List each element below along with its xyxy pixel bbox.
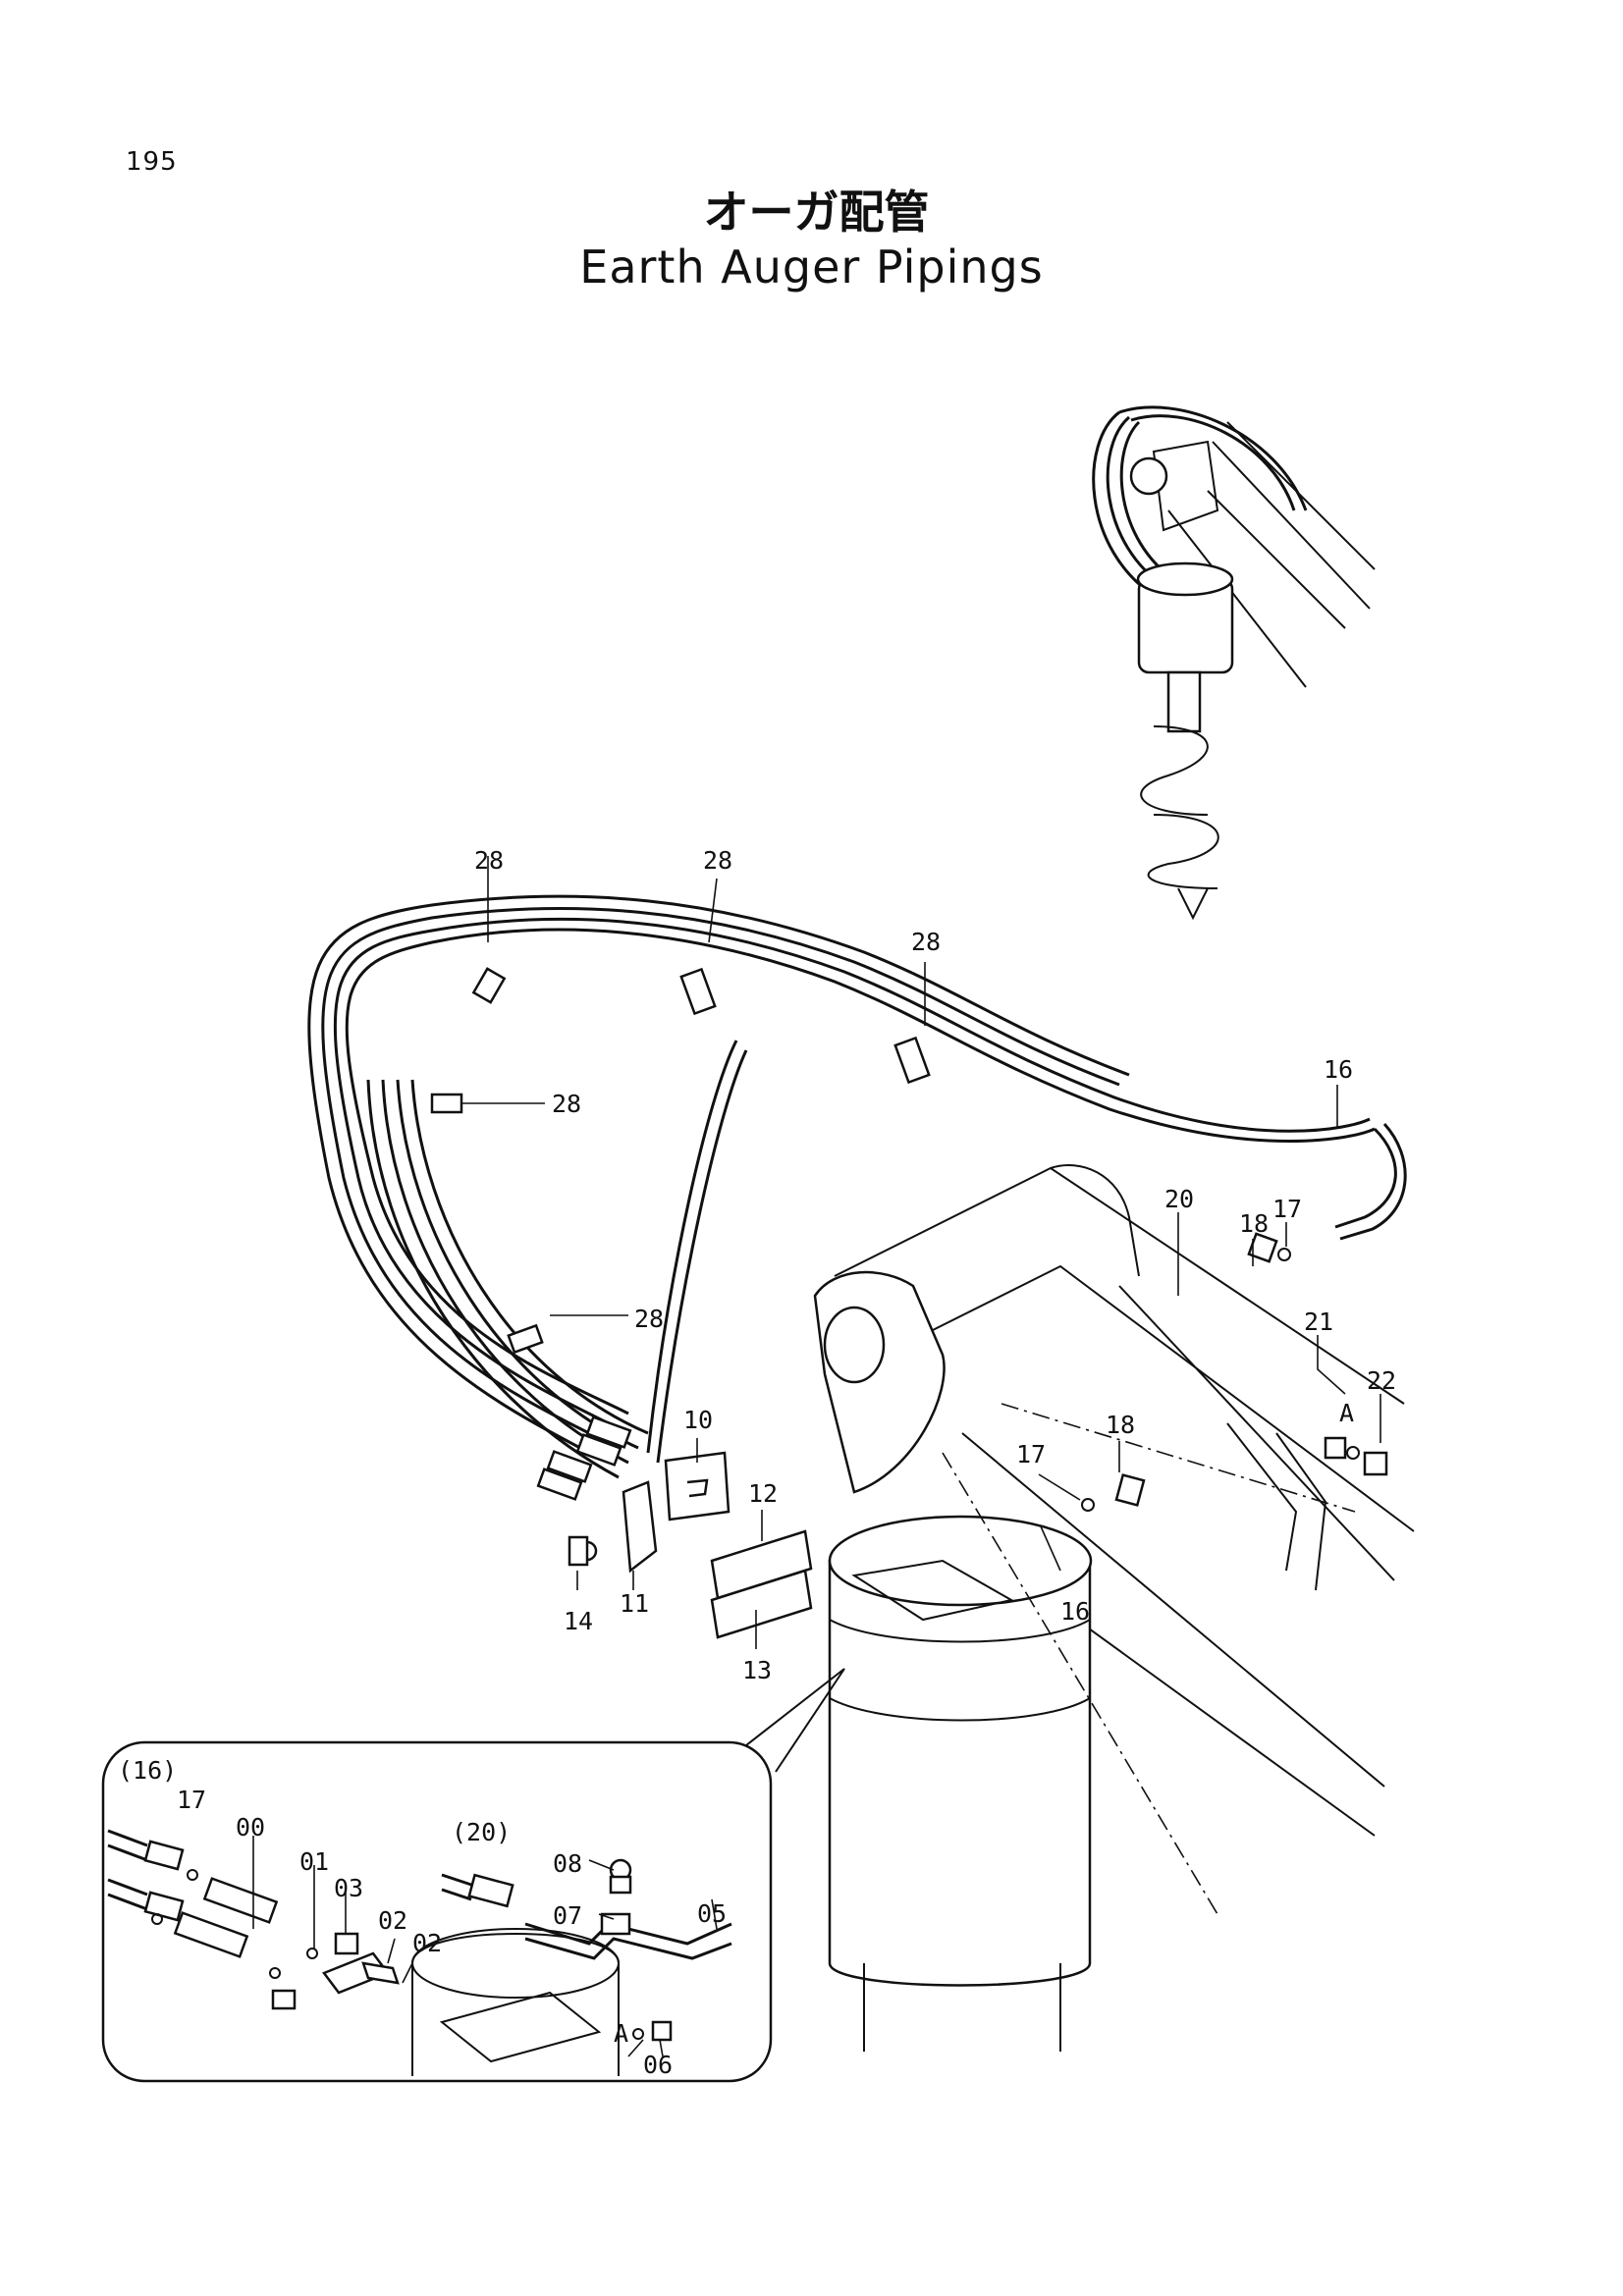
callout-12: 12: [748, 1479, 778, 1508]
auger-overview-illustration: [1092, 405, 1376, 921]
callout-17-b: 17: [1016, 1440, 1046, 1468]
callout-11: 11: [620, 1589, 649, 1618]
callout-21: 21: [1304, 1308, 1333, 1336]
callout-17-a: 17: [1272, 1195, 1302, 1223]
inset-callout-00: 00: [236, 1813, 265, 1842]
callout-18-a: 18: [1239, 1209, 1269, 1238]
title-english: Earth Auger Pipings: [579, 240, 1044, 294]
inset-callout-02-b: 02: [412, 1929, 442, 1957]
callout-10: 10: [683, 1406, 713, 1434]
inset-callout-05: 05: [697, 1899, 727, 1928]
callout-a: A: [1339, 1399, 1354, 1427]
callout-28-d: 28: [552, 1090, 581, 1118]
inset-callout-a: A: [614, 2019, 628, 2048]
callout-28-c: 28: [911, 928, 941, 956]
callout-14: 14: [564, 1607, 593, 1635]
boom-structure: [813, 1164, 1415, 2052]
callout-22: 22: [1367, 1366, 1396, 1395]
inset-callout-16: (16): [118, 1756, 177, 1785]
inset-detail: (16) 17 00 01 03 02 02 (20) 08 07 05 A 0…: [101, 1668, 845, 2083]
inset-callout-01: 01: [299, 1847, 329, 1876]
detail-parts: [568, 1232, 1388, 1639]
inset-callout-20: (20): [452, 1818, 511, 1846]
callout-13: 13: [742, 1656, 772, 1684]
callout-28-a: 28: [474, 846, 504, 875]
callout-28-b: 28: [703, 846, 732, 875]
callout-16-b: 16: [1060, 1597, 1090, 1626]
callout-16-a: 16: [1324, 1055, 1353, 1084]
callout-20: 20: [1164, 1185, 1194, 1213]
inset-callout-08: 08: [553, 1849, 582, 1878]
title-japanese: オーガ配管: [703, 186, 930, 239]
page-number: 195: [126, 147, 178, 177]
callout-28-e: 28: [634, 1305, 664, 1333]
inset-callout-17: 17: [177, 1786, 206, 1814]
callout-labels: 28 28 28 28 28 16 20 18 17 21 A 22 18 17…: [461, 846, 1396, 1684]
inset-callout-06: 06: [643, 2051, 673, 2079]
inset-callout-07: 07: [553, 1901, 582, 1930]
hose-bundle: [307, 894, 1407, 1501]
callout-18-b: 18: [1106, 1411, 1135, 1439]
inset-callout-02-a: 02: [378, 1906, 407, 1935]
inset-callout-03: 03: [334, 1874, 363, 1902]
